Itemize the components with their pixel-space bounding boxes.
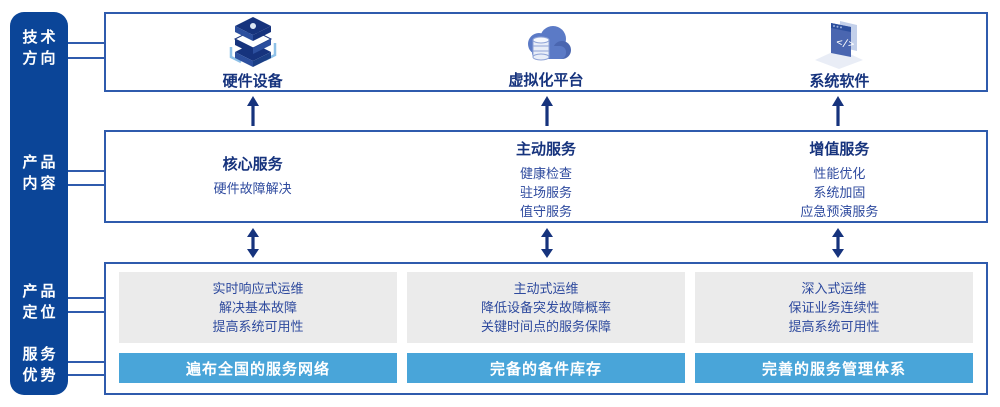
- advantage-banner: 完善的服务管理体系: [695, 353, 973, 383]
- positioning-line: 实时响应式运维: [212, 281, 304, 296]
- sidebar-label-product-positioning: 产品 定位: [10, 281, 68, 323]
- positioning-line: 提高系统可用性: [788, 319, 880, 334]
- positioning-line: 深入式运维: [801, 281, 867, 296]
- service-column-core: 核心服务 硬件故障解决: [106, 132, 399, 221]
- cloud-database-icon: [518, 17, 574, 68]
- tech-direction-box: 硬件设备 虚拟化平台: [104, 12, 988, 92]
- service-item: 系统加固: [813, 185, 866, 200]
- service-column-title: 核心服务: [222, 156, 283, 173]
- tech-item-system-software: </> 系统软件: [693, 14, 986, 90]
- positioning-line: 解决基本故障: [218, 300, 297, 315]
- tech-item-label: 虚拟化平台: [508, 72, 584, 89]
- server-stack-icon: [225, 16, 281, 69]
- sidebar-label-tech-direction: 技术 方向: [10, 27, 68, 69]
- positioning-line: 提高系统可用性: [212, 319, 304, 334]
- sidebar-label-line: 产品: [22, 283, 59, 300]
- double-arrow-icon: [541, 228, 553, 258]
- code-window-icon: </>: [811, 17, 867, 69]
- positioning-column-proactive: 主动式运维 降低设备突发故障概率 关键时间点的服务保障 完备的备件库存: [407, 272, 685, 383]
- positioning-column-realtime: 实时响应式运维 解决基本故障 提高系统可用性 遍布全国的服务网络: [119, 272, 397, 383]
- positioning-panel: 深入式运维 保证业务连续性 提高系统可用性: [695, 272, 973, 343]
- sidebar-label-line: 定位: [22, 304, 59, 321]
- positioning-line: 关键时间点的服务保障: [480, 319, 611, 334]
- service-item: 性能优化: [813, 166, 866, 181]
- service-item: 应急预演服务: [800, 204, 879, 219]
- service-item: 健康检查: [519, 166, 572, 181]
- category-sidebar: 技术 方向 产品 内容 产品 定位 服务 优势: [10, 12, 68, 395]
- tech-item-virtualization: 虚拟化平台: [399, 14, 692, 90]
- service-item: 值守服务: [519, 204, 572, 219]
- sidebar-label-line: 内容: [22, 175, 59, 192]
- connector-line: [68, 42, 105, 44]
- sidebar-label-service-advantage: 服务 优势: [10, 344, 68, 386]
- positioning-panel: 实时响应式运维 解决基本故障 提高系统可用性: [119, 272, 397, 343]
- connector-line: [68, 311, 105, 313]
- sidebar-label-line: 产品: [22, 154, 59, 171]
- connector-line: [68, 297, 105, 299]
- sidebar-label-line: 技术: [22, 29, 59, 46]
- tech-item-hardware: 硬件设备: [106, 14, 399, 90]
- positioning-line: 主动式运维: [513, 281, 579, 296]
- positioning-panel: 主动式运维 降低设备突发故障概率 关键时间点的服务保障: [407, 272, 685, 343]
- service-item: 硬件故障解决: [213, 181, 292, 196]
- up-arrow-icon: [832, 96, 844, 126]
- product-positioning-box: 实时响应式运维 解决基本故障 提高系统可用性 遍布全国的服务网络 主动式运维 降…: [104, 262, 988, 395]
- service-column-title: 增值服务: [809, 141, 870, 158]
- double-arrow-icon: [247, 228, 259, 258]
- service-column-proactive: 主动服务 健康检查 驻场服务 值守服务: [399, 132, 692, 221]
- connector-line: [68, 361, 105, 363]
- connector-line: [68, 170, 105, 172]
- advantage-banner: 完备的备件库存: [407, 353, 685, 383]
- sidebar-label-product-content: 产品 内容: [10, 152, 68, 194]
- service-item: 驻场服务: [519, 185, 572, 200]
- product-content-box: 核心服务 硬件故障解决 主动服务 健康检查 驻场服务 值守服务 增值服务 性能优…: [104, 130, 988, 223]
- double-arrow-icon: [832, 228, 844, 258]
- positioning-column-deep: 深入式运维 保证业务连续性 提高系统可用性 完善的服务管理体系: [695, 272, 973, 383]
- tech-item-label: 硬件设备: [222, 72, 283, 90]
- tech-item-label: 系统软件: [809, 72, 870, 90]
- positioning-line: 保证业务连续性: [788, 300, 880, 315]
- sidebar-label-line: 优势: [22, 367, 59, 384]
- service-column-title: 主动服务: [515, 141, 576, 158]
- svg-text:</>: </>: [836, 37, 855, 50]
- positioning-line: 降低设备突发故障概率: [480, 300, 611, 315]
- connector-line: [68, 57, 105, 59]
- sidebar-label-line: 服务: [22, 346, 59, 363]
- connector-line: [68, 374, 105, 376]
- up-arrow-icon: [247, 96, 259, 126]
- sidebar-label-line: 方向: [22, 50, 59, 67]
- up-arrow-icon: [541, 96, 553, 126]
- service-column-value-added: 增值服务 性能优化 系统加固 应急预演服务: [693, 132, 986, 221]
- connector-line: [68, 184, 105, 186]
- advantage-banner: 遍布全国的服务网络: [119, 353, 397, 383]
